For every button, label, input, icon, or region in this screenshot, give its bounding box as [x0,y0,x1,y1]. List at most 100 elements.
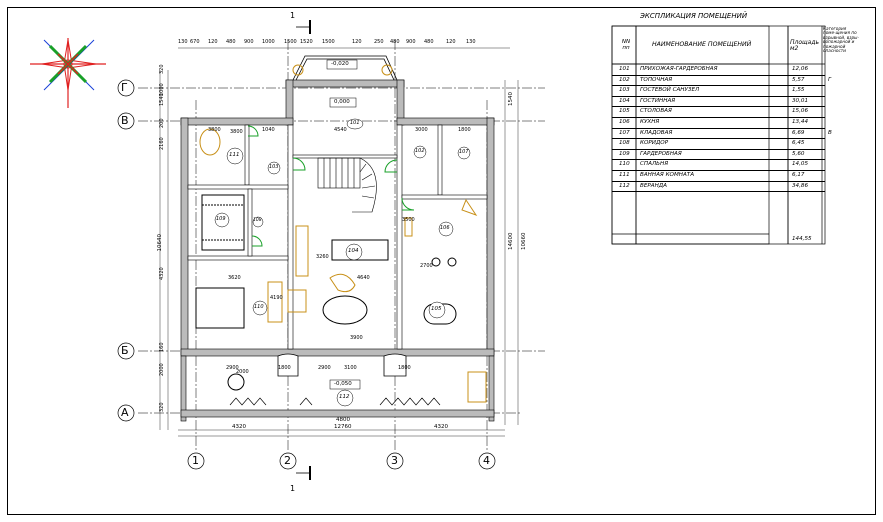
axis-label-1: 1 [192,454,199,467]
level-veranda: -0,050 [334,381,352,387]
axis-label-3: 3 [391,454,398,467]
table-cell-num: 107 [619,129,630,136]
room-tags [214,118,471,407]
room-101: 101 [350,120,360,126]
table-row-divider [612,74,825,76]
table-cell-num: 109 [619,150,630,157]
table-cell-num: 101 [619,66,630,72]
dim-top-14: 120 [446,39,456,45]
table-total: 144,55 [792,236,812,242]
table-cell-name: КОРИДОР [640,140,669,147]
table-cell-name: ВАННАЯ КОМНАТА [640,172,695,178]
dim-inner-12: 1800 [398,365,411,371]
room-105: 105 [431,306,442,312]
table-cell-name: КУХНЯ [640,119,660,125]
level-hall: 0,000 [334,99,350,105]
interior-walls [187,124,488,350]
table-cell-cat: В [828,129,832,136]
dim-bottom-1: 4320 [232,424,246,430]
table-row-divider [612,106,825,108]
dim-left-5: 4320 [159,267,165,280]
table-cell-name: ВЕРАНДА [640,182,667,189]
table-title: ЭКСПЛИКАЦИЯ ПОМЕЩЕНИЙ [640,12,748,20]
table-cell-area: 5,57 [792,76,805,83]
bay-windows [277,55,407,377]
dim-inner-5: 4190 [270,295,283,301]
dim-left-0: 320 [159,64,165,74]
table-cell-area: 15,06 [792,108,809,115]
room-109: 109 [216,216,226,222]
dim-top-2: 120 [208,39,218,45]
table-row-divider [612,159,825,161]
dim-inner-0: 4540 [334,127,347,133]
dim-inner-4: 3800 [230,129,243,135]
header-category: Категория поме-щения по взрывной, взры-в… [823,26,859,54]
header-area: Площадь м2 [790,39,820,52]
table-row-divider [612,127,825,129]
dim-top-9: 120 [352,39,362,45]
staircase [317,157,377,213]
table-row-divider [612,191,825,193]
table-cell-name: ТОПОЧНАЯ [640,76,673,83]
dim-bottom-3: 4320 [434,424,448,430]
furniture [195,64,487,403]
table-cell-area: 13,44 [792,119,809,125]
explication-table [611,25,789,245]
dim-inner-18: 2000 [236,369,249,375]
dim-left-total: 10640 [157,234,163,252]
dim-top-15: 130 [466,39,476,45]
dim-top-12: 900 [406,39,416,45]
dim-inner-2: 1800 [458,127,471,133]
table-row-divider [612,85,825,87]
axis-label-2: 2 [284,454,291,467]
dim-top-3: 480 [226,39,236,45]
room-102: 102 [415,148,425,154]
dim-inner-1: 3000 [415,127,428,133]
dim-left-8: 320 [159,402,165,412]
room-106: 106 [440,225,450,231]
table-cell-area: 34,86 [792,182,809,189]
table-cell-num: 108 [619,140,630,147]
table-row-divider [612,180,825,182]
axis-label-G: Г [121,81,128,94]
dim-inner-17: 3500 [402,217,415,223]
dim-inner-15: 3800 [208,127,221,133]
table-cell-name: СТОЛОВАЯ [640,108,672,115]
section-label-bottom: 1 [290,484,296,493]
level-boxes [326,59,361,390]
dim-top-13: 480 [424,39,434,45]
table-cell-area: 1,55 [792,87,805,94]
table-cell-area: 30,01 [792,97,809,104]
dim-left-4: 2160 [159,137,165,150]
table-cell-area: 6,45 [792,140,805,147]
veranda-railing [229,397,441,406]
dim-inner-6: 4640 [357,275,370,281]
table-cell-cat: Г [828,76,832,83]
table-cell-num: 103 [619,87,630,94]
table-cell-area: 14,05 [792,161,809,168]
table-cell-area: 6,69 [792,129,805,136]
dim-left-6: 160 [159,342,165,352]
dim-right-0: 1540 [508,92,514,106]
table-cell-num: 111 [619,172,630,178]
room-110: 110 [254,304,264,310]
table-cell-area: 12,06 [792,66,809,72]
dim-top-6: 1500 [284,39,297,45]
axis-label-B: Б [121,344,129,357]
dim-total-width: 12760 [334,424,352,430]
table-cell-name: ГАРДЕРОБНАЯ [640,150,682,157]
table-row-divider [612,170,825,171]
table-row-divider [612,138,825,140]
table-frame [611,25,826,245]
dim-inner-7: 3900 [350,335,363,341]
table-row-divider [612,117,825,118]
table-cell-area: 6,17 [792,172,805,178]
dim-right-2: 10660 [521,232,527,251]
dim-top-8: 1500 [322,39,335,45]
dim-top-1: 670 [190,39,200,45]
table-cell-num: 110 [619,161,630,168]
dim-inner-9: 2900 [226,365,239,371]
section-label-top: 1 [290,11,296,20]
header-name: НАИМЕНОВАНИЕ ПОМЕЩЕНИЙ [652,41,752,48]
